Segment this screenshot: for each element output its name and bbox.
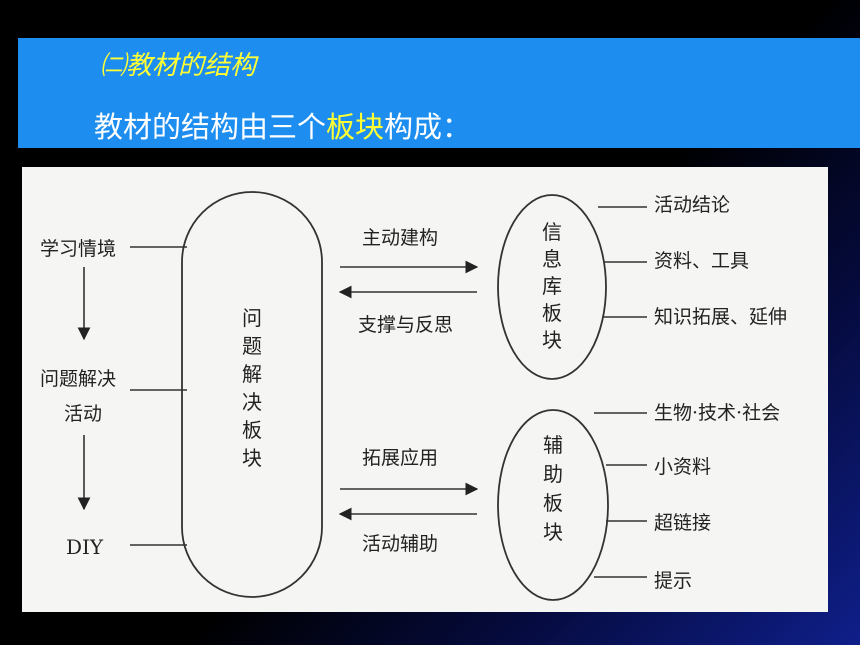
aux-block-shape: [497, 409, 609, 601]
info-block-char: 库: [542, 274, 562, 298]
main-block-char: 问: [242, 306, 262, 330]
diagram-svg: 学习情境 问题解决 活动 DIY 问 题 解 决 板 块 主动建构 支撑与反思 …: [40, 191, 787, 601]
flow-label-activity: 活动: [64, 403, 102, 425]
aux-item-materials: 小资料: [654, 456, 711, 478]
main-block-char: 解: [242, 362, 262, 386]
arrow-label-assist: 活动辅助: [362, 533, 438, 555]
info-item-materials: 资料、工具: [654, 250, 749, 272]
info-block-char: 块: [542, 328, 562, 352]
aux-block-char: 块: [543, 520, 563, 544]
aux-item-hyperlink: 超链接: [654, 512, 711, 534]
arrow-label-support: 支撑与反思: [358, 314, 453, 336]
flow-label-situation: 学习情境: [40, 238, 116, 260]
intro-highlight: 板块: [326, 110, 385, 144]
structure-diagram: 学习情境 问题解决 活动 DIY 问 题 解 决 板 块 主动建构 支撑与反思 …: [22, 167, 828, 612]
flow-label-diy: DIY: [66, 535, 104, 559]
info-block-char: 信: [542, 220, 562, 244]
aux-block-char: 板: [543, 491, 563, 515]
flow-label-problem: 问题解决: [40, 368, 116, 390]
intro-before: 教材的结构由三个: [94, 110, 327, 144]
info-block-shape: [497, 194, 607, 380]
info-block-char: 板: [542, 301, 562, 325]
main-block-char: 决: [242, 390, 262, 414]
info-item-conclusion: 活动结论: [654, 194, 730, 216]
aux-block-char: 助: [543, 462, 563, 486]
main-block-char: 块: [242, 446, 262, 470]
title-banner: [18, 38, 860, 148]
section-title: ㈡教材的结构: [100, 51, 257, 81]
aux-item-tip: 提示: [654, 570, 692, 592]
aux-item-sts: 生物·技术·社会: [654, 402, 780, 424]
main-block-shape: [181, 191, 323, 598]
main-block-char: 板: [242, 418, 262, 442]
arrow-label-apply: 拓展应用: [362, 447, 438, 469]
intro-after: 构成：: [384, 110, 472, 144]
intro-text: 教材的结构由三个板块构成：: [94, 104, 471, 146]
info-item-extension: 知识拓展、延伸: [654, 306, 787, 328]
arrow-label-construct: 主动建构: [362, 227, 438, 249]
aux-block-char: 辅: [543, 433, 563, 457]
main-block-char: 题: [242, 334, 262, 358]
info-block-char: 息: [542, 247, 562, 271]
